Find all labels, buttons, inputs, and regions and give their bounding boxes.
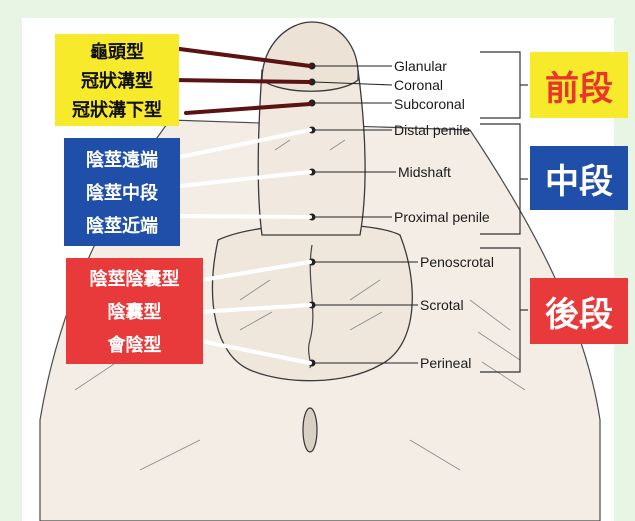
label-penoscrotal-zh: 陰莖陰囊型 — [90, 265, 180, 291]
label-glanular: Glanular — [394, 58, 447, 74]
label-perineal: Perineal — [420, 355, 471, 371]
label-scrotal-zh: 陰囊型 — [108, 298, 162, 324]
segment-middle: 中段 — [530, 146, 628, 210]
label-perineal-zh: 會陰型 — [108, 331, 162, 357]
label-proximal-penile: Proximal penile — [394, 209, 490, 225]
label-glanular-zh: 龜頭型 — [90, 38, 144, 64]
segment-front: 前段 — [530, 52, 628, 118]
label-coronal-zh: 冠狀溝型 — [81, 67, 153, 93]
label-distal-zh: 陰莖遠端 — [86, 146, 158, 172]
label-penoscrotal: Penoscrotal — [420, 254, 494, 270]
left-box-front: 龜頭型 冠狀溝型 冠狀溝下型 — [55, 34, 179, 126]
penile-shaft-shape — [258, 70, 365, 235]
label-scrotal: Scrotal — [420, 297, 464, 313]
label-distal-penile: Distal penile — [394, 122, 470, 138]
label-subcoronal-zh: 冠狀溝下型 — [72, 96, 162, 122]
label-proximal-zh: 陰莖近端 — [86, 212, 158, 238]
segment-back: 後段 — [530, 278, 628, 344]
left-box-middle: 陰莖遠端 陰莖中段 陰莖近端 — [64, 138, 180, 246]
label-subcoronal: Subcoronal — [394, 96, 465, 112]
left-box-back: 陰莖陰囊型 陰囊型 會陰型 — [66, 258, 203, 364]
label-midshaft-zh: 陰莖中段 — [86, 179, 158, 205]
anus-shape — [303, 408, 317, 452]
label-coronal: Coronal — [394, 77, 443, 93]
label-midshaft: Midshaft — [398, 164, 451, 180]
